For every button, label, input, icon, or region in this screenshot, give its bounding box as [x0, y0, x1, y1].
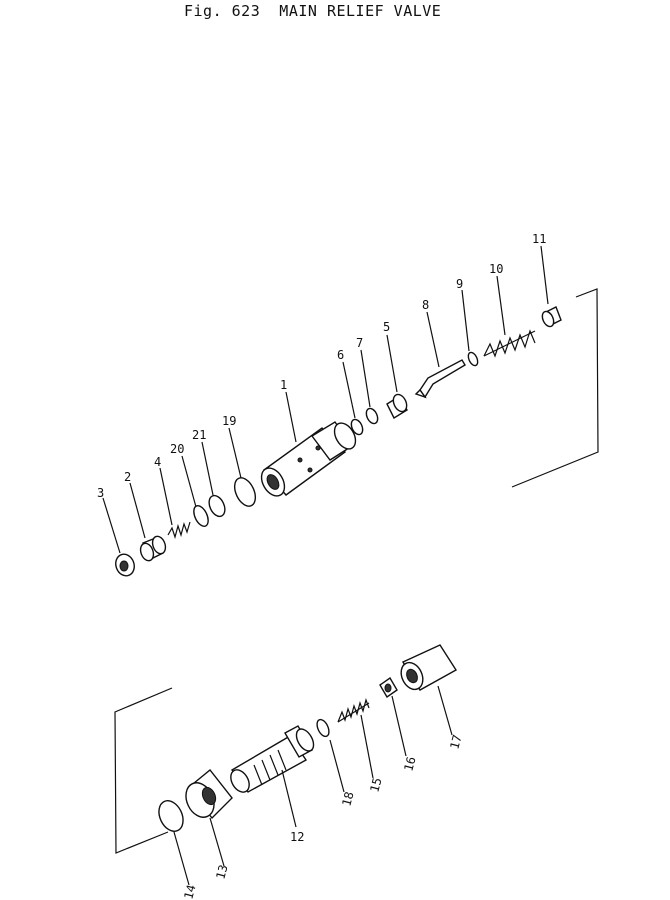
callout-14: 14 [181, 883, 198, 900]
part-3-cap [115, 553, 135, 577]
part-6-ring [350, 418, 364, 436]
part-4-spring [167, 521, 191, 540]
lower-assembly-bracket [114, 687, 173, 854]
part-15-screw [337, 698, 370, 723]
callout-16: 16 [401, 755, 418, 773]
callout-5: 5 [383, 320, 390, 334]
upper-assembly-bracket [511, 288, 599, 488]
part-14-oring [158, 800, 184, 832]
callout-7: 7 [356, 336, 363, 350]
part-18-oring [316, 718, 330, 738]
figure-title: Fig. 623 MAIN RELIEF VALVE [184, 2, 442, 20]
callout-18: 18 [339, 790, 356, 808]
part-13-nut [185, 769, 233, 820]
callout-20: 20 [170, 442, 184, 456]
part-2-sleeve [139, 535, 167, 562]
part-21-ring [208, 494, 226, 518]
part-1-valve-body [260, 421, 357, 497]
callout-8: 8 [422, 298, 429, 312]
callout-labels: 1 2 3 4 5 6 7 8 9 10 11 12 13 14 15 16 1… [97, 232, 546, 900]
callout-6: 6 [337, 348, 344, 362]
part-8-poppet [414, 359, 466, 399]
part-17-cap-nut [400, 644, 457, 691]
callout-12: 12 [290, 830, 304, 844]
callout-19: 19 [222, 414, 236, 428]
leader-lines [102, 245, 549, 886]
part-16-locknut [379, 676, 398, 699]
callout-4: 4 [154, 455, 161, 469]
part-10-spring [483, 329, 536, 358]
callout-17: 17 [447, 733, 464, 751]
callout-11: 11 [532, 232, 546, 246]
callout-15: 15 [367, 776, 384, 794]
part-9-ring [467, 351, 479, 367]
part-5-seat [386, 393, 408, 419]
callout-1: 1 [280, 378, 287, 392]
part-19-oring [233, 477, 257, 507]
callout-3: 3 [97, 486, 104, 500]
callout-21: 21 [192, 428, 206, 442]
callout-9: 9 [456, 277, 463, 291]
callout-2: 2 [124, 470, 131, 484]
part-20-oring [193, 505, 209, 527]
part-12-plug-body [230, 725, 315, 793]
part-11-sleeve [541, 306, 562, 328]
callout-10: 10 [489, 262, 503, 276]
part-7-ring [365, 407, 379, 425]
callout-13: 13 [213, 863, 230, 881]
